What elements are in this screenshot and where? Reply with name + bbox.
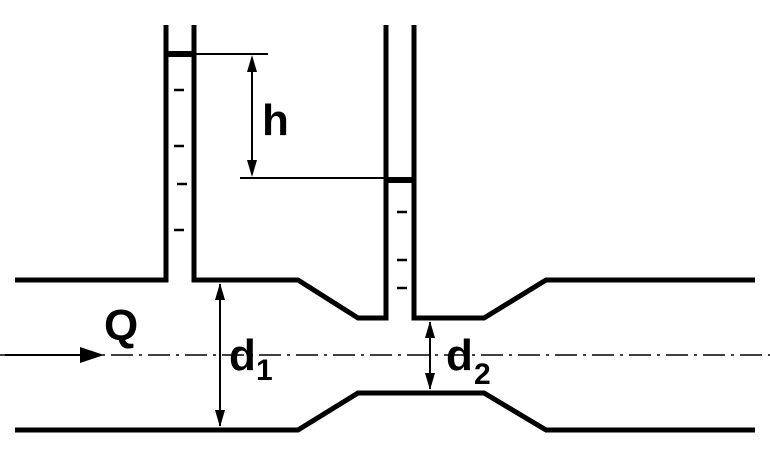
- d1-arrow-up-icon: [215, 283, 225, 300]
- d2-arrow-down-icon: [425, 373, 435, 390]
- d1-label: d: [229, 331, 256, 380]
- d2-subscript: 2: [474, 358, 491, 391]
- d2-label: d: [446, 331, 473, 380]
- d1-subscript: 1: [256, 354, 273, 387]
- pipe-upper-wall-left: [15, 25, 169, 283]
- h-arrow-down-icon: [247, 160, 257, 177]
- d1-arrow-down-icon: [215, 410, 225, 427]
- flow-arrow-icon: [80, 347, 104, 363]
- flow-label: Q: [104, 301, 138, 350]
- pipe-upper-wall-throat: [191, 25, 389, 321]
- height-label: h: [262, 96, 289, 145]
- pipe-lower-wall: [15, 390, 755, 433]
- h-arrow-up-icon: [247, 55, 257, 72]
- pipe-upper-wall-right: [411, 25, 755, 321]
- d2-arrow-up-icon: [425, 321, 435, 338]
